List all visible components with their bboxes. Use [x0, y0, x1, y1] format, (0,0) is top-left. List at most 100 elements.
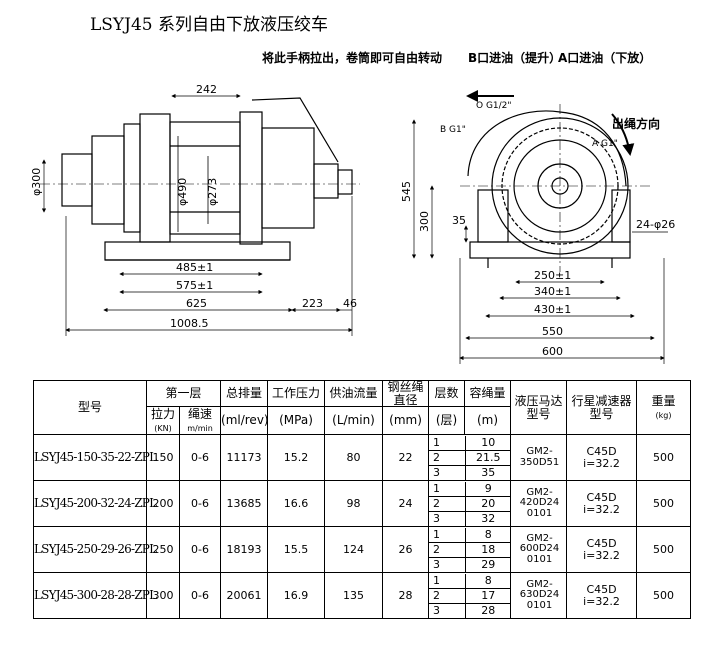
cell-displacement: 20061: [220, 572, 269, 620]
cell-capacity: 21.5: [465, 450, 511, 466]
cell-speed: 0-6: [178, 434, 222, 482]
cell-pressure: 16.6: [267, 480, 326, 528]
cell-layer: 2: [429, 496, 467, 512]
port-b-g-label: B G1": [440, 125, 466, 135]
cell-layer: 1: [429, 481, 467, 497]
cell-pressure: 15.5: [267, 526, 326, 574]
cell-layer: 1: [429, 435, 467, 451]
side-dimensions: [411, 90, 668, 364]
header-capacity: 容绳量: [464, 379, 512, 408]
dim-1008: 1008.5: [170, 317, 209, 330]
layer-row: 3 32: [429, 511, 510, 526]
dim-340: 340±1: [534, 285, 571, 298]
cell-model: LSYJ45-300-28-28-ZPL: [33, 572, 157, 620]
cell-capacity: 35: [481, 465, 496, 479]
header-pressure-unit: (MPa): [267, 406, 326, 436]
cell-speed: 0-6: [178, 526, 222, 574]
dim-300: 300: [418, 211, 431, 232]
dim-575: 575±1: [176, 279, 213, 292]
cell-capacity: 9: [465, 481, 511, 497]
header-pull-label: 拉力: [150, 407, 175, 422]
header-weight-unit: (kg): [655, 410, 672, 420]
port-a-g-label: A G1": [592, 139, 618, 149]
header-rope: 钢丝绳直径: [382, 379, 430, 408]
header-model: 型号: [33, 379, 147, 436]
header-rope-unit: (mm): [382, 406, 430, 436]
dim-46: 46: [343, 297, 357, 310]
header-displacement: 总排量: [220, 379, 269, 408]
handle-note: 将此手柄拉出，卷筒即可自由转动: [262, 50, 442, 65]
cell-layer: 1: [429, 527, 467, 543]
header-layer1: 第一层: [145, 379, 222, 408]
dim-phi300: φ300: [30, 168, 43, 196]
header-capacity-unit: (m): [464, 406, 512, 436]
cell-pressure: 15.2: [267, 434, 326, 482]
header-weight: 重量 (kg): [636, 379, 692, 436]
technical-drawing: 242 φ300 φ490 φ273 485±1 575±1 625 223 4…: [30, 50, 675, 364]
front-view: [40, 97, 360, 261]
cell-capacity: 18: [465, 542, 511, 558]
cell-weight: 500: [636, 480, 692, 528]
port-a-note: A口进油（下放）: [558, 50, 651, 65]
layer-row: 3 35: [429, 465, 510, 480]
dim-223: 223: [302, 297, 323, 310]
cell-layer: 3: [429, 465, 467, 480]
cell-speed: 0-6: [178, 480, 222, 528]
header-pull-unit: (KN): [154, 423, 172, 433]
cell-capacity: 28: [481, 603, 496, 617]
dim-600: 600: [542, 345, 563, 358]
front-dimensions: [41, 93, 353, 336]
spec-table: 型号 第一层 总排量 工作压力 供油流量 钢丝绳直径 层数 容绳量 液压马达型号…: [33, 379, 692, 620]
cell-displacement: 18193: [220, 526, 269, 574]
layer-row: 3 28: [429, 603, 510, 618]
cell-reducer: C45D i=32.2: [566, 526, 638, 574]
dim-545: 545: [400, 181, 413, 202]
cell-motor: GM2-630D24 0101: [510, 572, 568, 620]
cell-weight: 500: [636, 434, 692, 482]
cell-reducer: C45D i=32.2: [566, 434, 638, 482]
cell-layer: 2: [429, 542, 467, 558]
cell-pull: 250: [146, 526, 180, 574]
cell-weight: 500: [636, 526, 692, 574]
cell-capacity: 32: [481, 511, 496, 525]
cell-flow: 80: [324, 434, 384, 482]
cell-layer: 1: [429, 573, 467, 589]
cell-layer: 2: [429, 588, 467, 604]
cell-motor: GM2-600D24 0101: [510, 526, 568, 574]
dim-242: 242: [196, 83, 217, 96]
cell-reducer: C45D i=32.2: [566, 480, 638, 528]
cell-displacement: 11173: [220, 434, 269, 482]
dim-430: 430±1: [534, 303, 571, 316]
dim-550: 550: [542, 325, 563, 338]
cell-model: LSYJ45-150-35-22-ZPL: [33, 434, 157, 482]
cell-motor: GM2-350D51: [510, 434, 568, 482]
cell-layer: 2: [429, 450, 467, 466]
cell-layer: 3: [429, 557, 467, 572]
dim-625: 625: [186, 297, 207, 310]
cell-layer: 3: [429, 603, 467, 618]
header-flow-unit: (L/min): [324, 406, 384, 436]
cell-capacity: 20: [465, 496, 511, 512]
dim-24phi26: 24-φ26: [636, 218, 675, 231]
cell-rope: 28: [382, 572, 430, 620]
cell-weight: 500: [636, 572, 692, 620]
dim-485: 485±1: [176, 261, 213, 274]
header-weight-label: 重量: [651, 394, 676, 408]
header-speed-unit: m/min: [187, 423, 213, 433]
cell-layer: 3: [429, 511, 467, 526]
